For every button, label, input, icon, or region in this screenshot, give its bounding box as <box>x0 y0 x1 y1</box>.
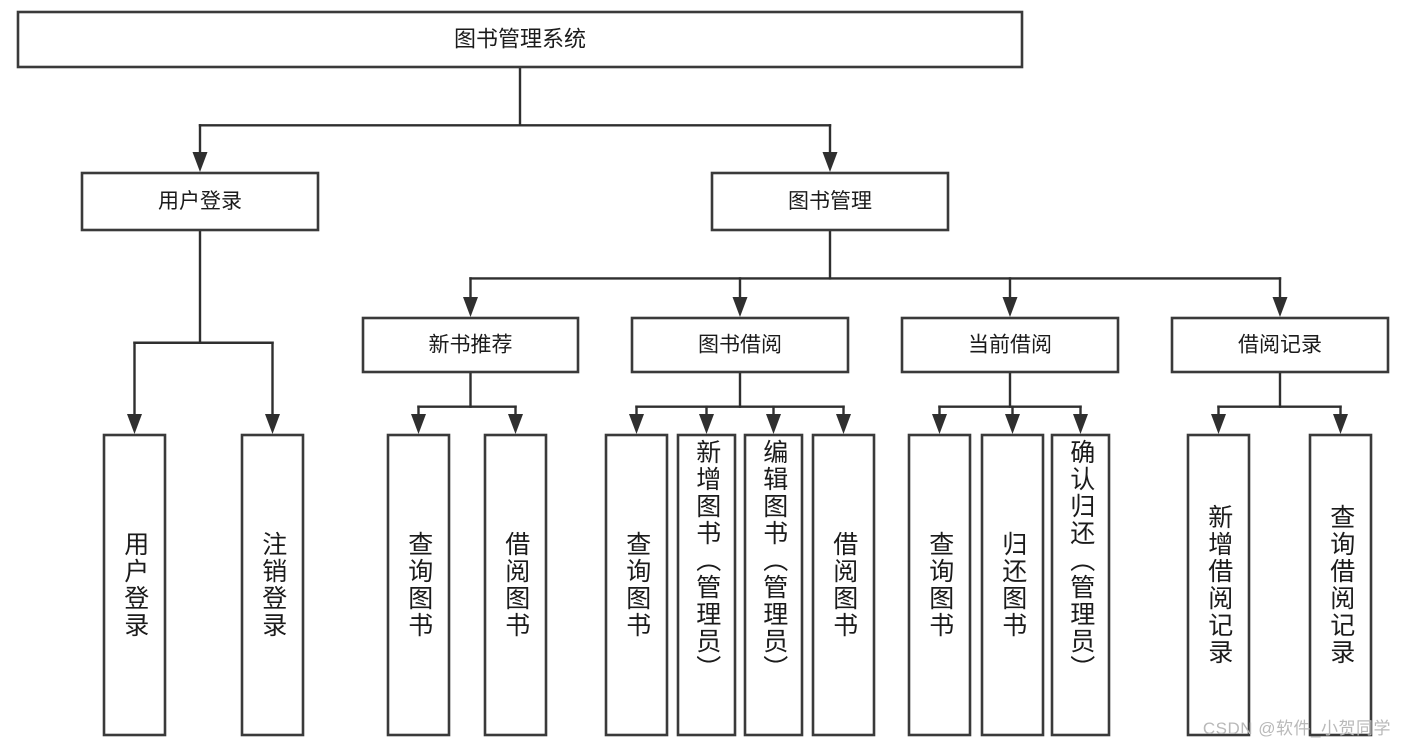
node-l2-borrow[interactable]: 图书借阅 <box>630 316 850 374</box>
node-rect <box>240 433 305 737</box>
node-rect <box>907 433 972 737</box>
node-leaf-cur-query[interactable] <box>907 433 972 737</box>
node-label: 图书借阅 <box>698 334 782 357</box>
node-leaf-bo-query[interactable] <box>604 433 669 737</box>
node-rect <box>710 171 950 232</box>
node-rect <box>676 433 737 737</box>
connector-group <box>463 228 1288 317</box>
node-rect <box>1308 433 1373 737</box>
node-label: 图书管理 <box>788 190 872 213</box>
node-rect <box>361 316 580 374</box>
connector-group <box>1211 370 1348 434</box>
node-rect <box>1050 433 1111 737</box>
node-rect <box>980 433 1045 737</box>
node-rect <box>386 433 451 737</box>
connector-group <box>127 228 280 434</box>
node-rect <box>80 171 320 232</box>
node-rect <box>16 10 1024 69</box>
node-leaf-rec-query[interactable] <box>1308 433 1373 737</box>
node-label: 新书推荐 <box>429 334 513 357</box>
node-rect <box>604 433 669 737</box>
node-leaf-bo-edit[interactable] <box>743 433 804 737</box>
node-label: 图书管理系统 <box>454 26 586 51</box>
node-rect <box>743 433 804 737</box>
node-leaf-cur-return[interactable] <box>980 433 1045 737</box>
node-rect <box>811 433 876 737</box>
node-rect <box>483 433 548 737</box>
node-leaf-nb-query[interactable] <box>386 433 451 737</box>
node-leaf-rec-add[interactable] <box>1186 433 1251 737</box>
node-leaf-user-login[interactable] <box>102 433 167 737</box>
node-leaf-cur-confirm[interactable] <box>1050 433 1111 737</box>
connector-group <box>411 370 523 434</box>
node-leaf-bo-add[interactable] <box>676 433 737 737</box>
node-rect <box>900 316 1120 374</box>
node-leaf-nb-borrow[interactable] <box>483 433 548 737</box>
connector-group <box>192 65 838 172</box>
node-root[interactable]: 图书管理系统 <box>16 10 1024 69</box>
node-rect <box>630 316 850 374</box>
connector-group <box>629 370 851 434</box>
node-rect <box>1186 433 1251 737</box>
node-l1-user-login[interactable]: 用户登录 <box>80 171 320 232</box>
node-l2-current[interactable]: 当前借阅 <box>900 316 1120 374</box>
node-label: 借阅记录 <box>1238 334 1322 357</box>
node-label: 当前借阅 <box>968 334 1052 357</box>
node-label: 用户登录 <box>158 190 242 213</box>
node-rect <box>1170 316 1390 374</box>
connector-layer <box>127 65 1348 434</box>
node-l2-record[interactable]: 借阅记录 <box>1170 316 1390 374</box>
node-l2-new-book[interactable]: 新书推荐 <box>361 316 580 374</box>
node-leaf-bo-borrow[interactable] <box>811 433 876 737</box>
node-rect <box>102 433 167 737</box>
connector-group <box>932 370 1088 434</box>
node-l1-book-manage[interactable]: 图书管理 <box>710 171 950 232</box>
watermark-text: CSDN @软件_小贺同学 <box>1202 719 1391 738</box>
node-leaf-user-logout[interactable] <box>240 433 305 737</box>
